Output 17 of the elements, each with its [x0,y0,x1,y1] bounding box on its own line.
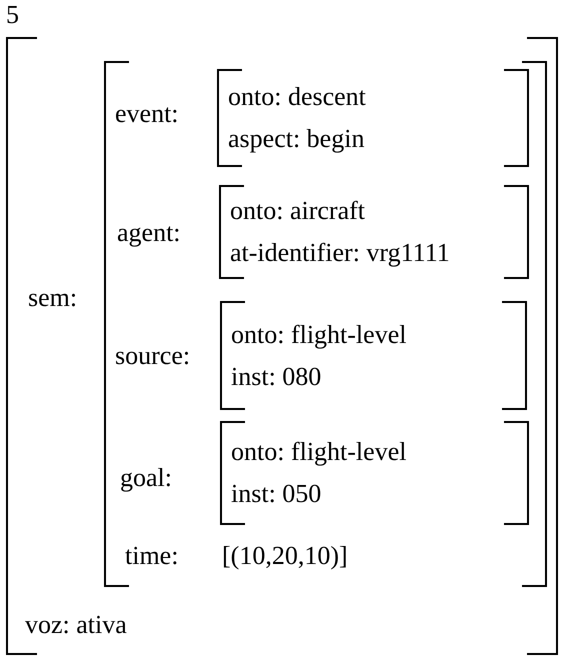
feature-label: goal: [120,463,172,493]
figure-number: 5 [6,0,19,30]
feature-value-pair: onto: descent [228,81,366,113]
feature-label: time: [125,541,178,571]
feature-value-pair: aspect: begin [228,123,366,155]
feature-value: [(10,20,10)] [222,541,348,571]
feature-text: voz: ativa [25,610,127,640]
feature-label: source: [115,341,190,371]
feature-label: agent: [117,218,181,248]
feature-label: event: [115,99,179,129]
feature-value-pair: onto: flight-level [231,318,406,351]
feature-label: sem: [28,283,78,313]
feature-value-pair: at-identifier: vrg1111 [230,237,450,269]
feature-value-pair: inst: 050 [231,478,322,510]
feature-value-pair: onto: flight-level [231,436,406,468]
feature-value-pair: inst: 080 [231,360,322,392]
feature-value-pair: onto: aircraft [230,195,366,227]
